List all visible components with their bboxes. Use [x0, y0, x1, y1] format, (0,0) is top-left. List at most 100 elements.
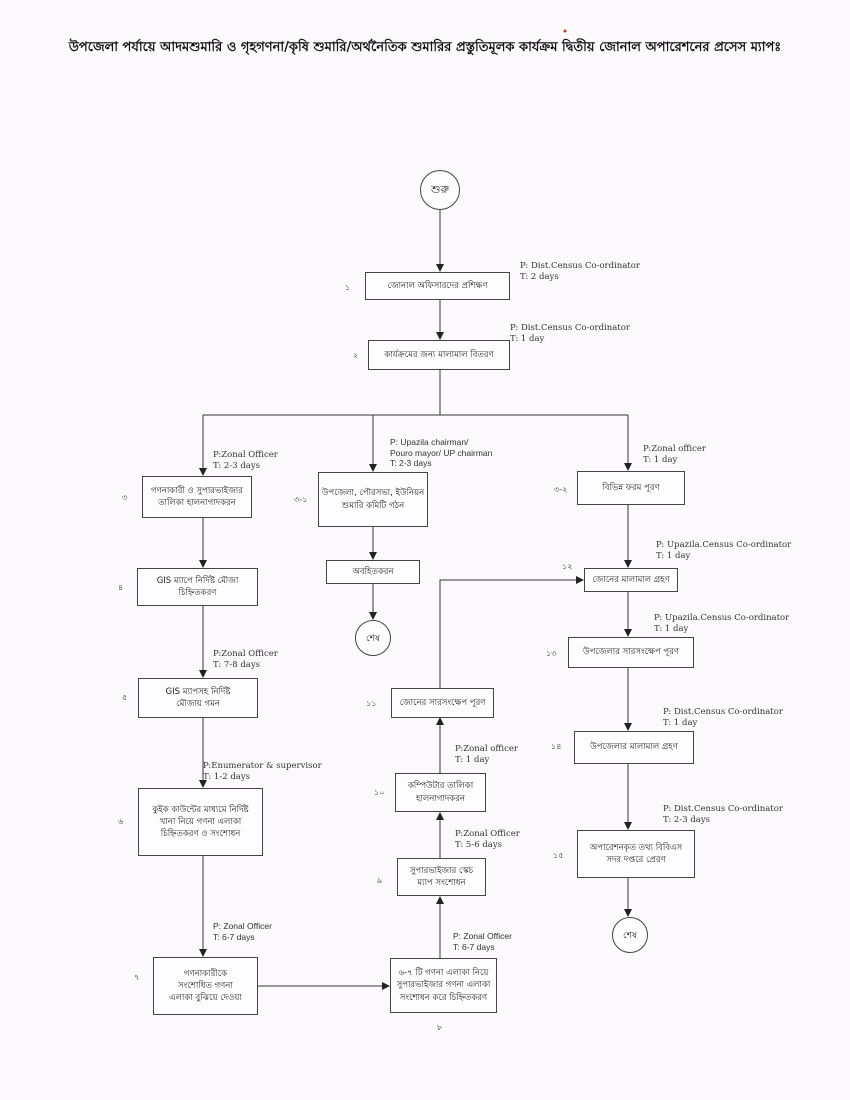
- step-1-box: জোনাল অফিসারদের প্রশিক্ষণ: [365, 272, 510, 300]
- person: P:Zonal officer: [455, 744, 518, 754]
- end-label: শেষ: [366, 633, 380, 644]
- step-text: উপজেলা, পৌরসভা, ইউনিয়ন: [321, 488, 425, 499]
- time: T: 1 day: [510, 333, 545, 344]
- step-number: ৯: [377, 876, 383, 885]
- step-text: উপজেলার মালামাল গ্রহণ: [590, 742, 678, 753]
- time: T: 1 day: [455, 754, 490, 765]
- step-text: খানা নিয়ে গণনা এলাকা: [159, 816, 242, 827]
- step-13-box: উপজেলার সারসংক্ষেপ পূরণ: [568, 637, 694, 668]
- inform-box: অবহিতকরন: [326, 560, 420, 584]
- step-8-box: ৬-৭ টি গণনা এলাকা নিয়েসুপারভাইজার গণনা …: [390, 958, 497, 1013]
- time: T: 1 day: [654, 623, 689, 634]
- person: P:Zonal officer: [643, 444, 706, 454]
- step-text: শুমারি কমিটি গঠন: [341, 500, 405, 511]
- start-node: শুরু: [420, 170, 460, 210]
- step-9-box: সুপারভাইজার স্কেচ ম্যাপ সংশোধন: [397, 858, 486, 896]
- step-number: ১১: [366, 699, 377, 708]
- step-text: মৌজায় গমন: [176, 699, 220, 709]
- step-14-box: উপজেলার মালামাল গ্রহণ: [574, 731, 694, 764]
- end-label: শেষ: [623, 930, 637, 941]
- person: P:Zonal Officer: [213, 450, 278, 460]
- person: P:Zonal Officer: [213, 649, 278, 659]
- step-text: ম্যাপ সংশোধন: [417, 878, 466, 888]
- step-text: চিহ্নিতকরণ: [178, 588, 217, 598]
- step-2-box: কার্যক্রমের জন্য মালামাল বিতরণ: [368, 340, 510, 370]
- time: T: 1 day: [656, 550, 691, 561]
- person: P: Dist.Census Co-ordinator: [510, 323, 630, 333]
- step-text: সুপারভাইজার স্কেচ: [409, 865, 474, 876]
- step-text: জোনের সারসংক্ষেপ পূরণ: [399, 697, 486, 708]
- step-number: ১২: [562, 562, 573, 571]
- step-number: ৩: [122, 493, 128, 502]
- step-text: তালিকা হালনাগাদকরন: [158, 498, 236, 508]
- step-10-box: কম্পিউটার তালিকাহালনাগাদকরন: [395, 773, 486, 812]
- step-text: অপারেশনকৃত তথ্য বিবিএস: [589, 842, 683, 853]
- step-15-box: অপারেশনকৃত তথ্য বিবিএস সদর দপ্তরে প্রেরণ: [577, 830, 695, 878]
- person: P: Dist.Census Co-ordinator: [663, 804, 783, 814]
- person: P: Zonal Officer: [213, 921, 272, 931]
- step-number: ৪: [118, 583, 124, 592]
- step-text: কার্যক্রমের জন্য মালামাল বিতরণ: [384, 349, 494, 360]
- step-3-1-annotation: P: Upazila chairman/Pouro mayor/ UP chai…: [390, 437, 492, 469]
- step-text: ৬-৭ টি গণনা এলাকা নিয়ে: [398, 968, 489, 979]
- step-number: ১৩: [546, 649, 557, 658]
- time: T: 1-2 days: [203, 771, 250, 782]
- step-text: কুইক কাউন্টের মাধ্যমে নির্দিষ্ট: [152, 804, 249, 815]
- person: P:Zonal Officer: [455, 829, 520, 839]
- step-number: ১: [345, 283, 351, 292]
- time: T: 6-7 days: [453, 941, 495, 952]
- step-number: ৮: [437, 1023, 443, 1032]
- time: T: 2-3 days: [663, 814, 710, 825]
- time: T: 6-7 days: [213, 931, 255, 942]
- step-text: সদর দপ্তরে প্রেরণ: [606, 855, 666, 865]
- person: P: Upazila.Census Co-ordinator: [654, 613, 790, 623]
- step-text: জোনের মালামাল গ্রহণ: [592, 574, 670, 585]
- step-text: চিহ্নিতকরণ ও সংশোধন: [160, 829, 241, 840]
- step-text: উপজেলার সারসংক্ষেপ পূরণ: [583, 647, 679, 658]
- person: P: Dist.Census Co-ordinator: [520, 261, 640, 271]
- step-text: সংশোধিত গণনা: [178, 980, 233, 991]
- step-number: ৭: [134, 973, 140, 982]
- step-text: বিভিন্ন ফরম পূরণ: [602, 482, 660, 493]
- step-number: ৩-১: [294, 495, 308, 504]
- step-text: সুপারভাইজার গণনা এলাকা: [396, 980, 491, 991]
- step-text: এলাকা বুঝিয়ে দেওয়া: [169, 993, 242, 1004]
- end-node: শেষ: [355, 620, 391, 656]
- person: P:Enumerator & supervisor: [203, 761, 322, 771]
- step-number: ৬: [118, 817, 124, 826]
- start-label: শুরু: [431, 182, 449, 196]
- step-4-box: GIS ম্যাপে নির্দিষ্ট মৌজাচিহ্নিতকরণ: [137, 568, 258, 606]
- step-text: জোনাল অফিসারদের প্রশিক্ষণ: [387, 280, 488, 291]
- step-text: অবহিতকরন: [352, 566, 394, 577]
- person: Pouro mayor/ UP chairman: [390, 447, 493, 458]
- person: P: Upazila chairman/: [390, 437, 469, 447]
- step-text: সংশোধন করে চিহ্নিতকরণ: [399, 992, 488, 1003]
- time: T: 1 day: [643, 454, 678, 465]
- time: T: 2 days: [520, 271, 559, 282]
- person: P: Dist.Census Co-ordinator: [663, 707, 783, 717]
- step-7-box: গণনাকারীকেসংশোধিত গণনাএলাকা বুঝিয়ে দেওয…: [153, 957, 258, 1015]
- step-text: কম্পিউটার তালিকা: [407, 781, 474, 792]
- person: P: Upazila.Census Co-ordinator: [656, 540, 792, 550]
- step-number: ৩-২: [554, 485, 568, 494]
- step-11-box: জোনের সারসংক্ষেপ পূরণ: [391, 688, 494, 718]
- step-number: ২: [353, 351, 359, 360]
- step-text: হালনাগাদকরন: [416, 793, 465, 804]
- time: T: 2-3 days: [213, 460, 260, 471]
